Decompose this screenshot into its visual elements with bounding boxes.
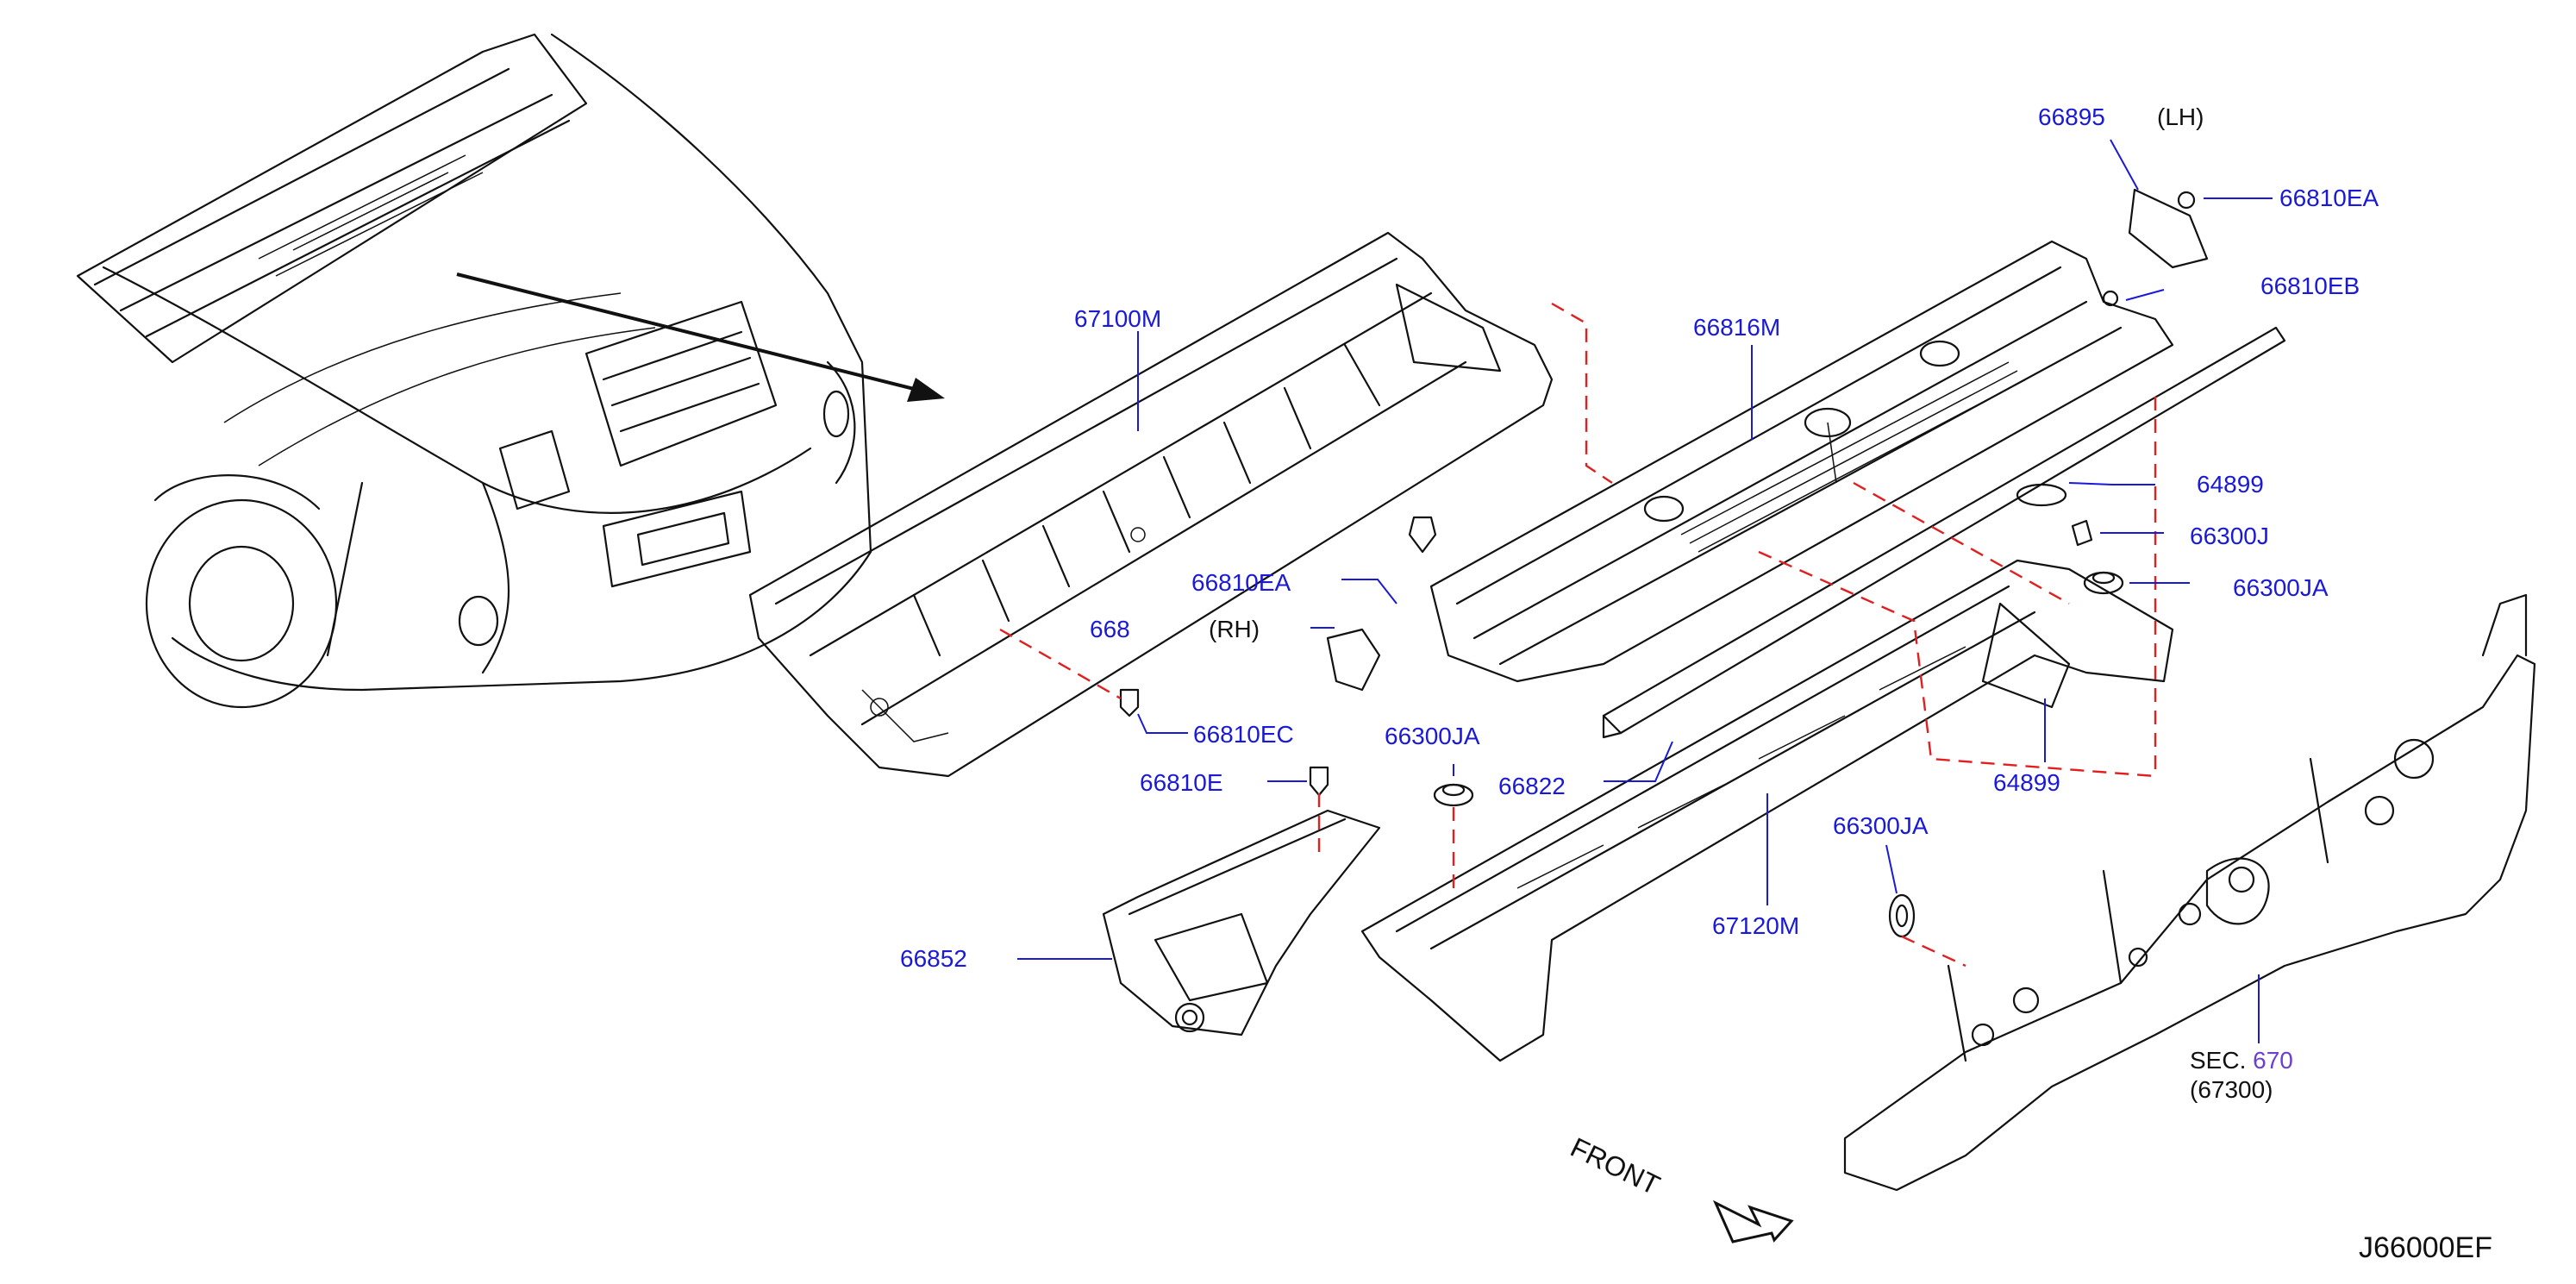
section-sub: (67300) (2190, 1076, 2273, 1103)
callout-66300J: 66300J (2190, 523, 2269, 549)
assembly-lines (999, 302, 2157, 968)
callout-66810E: 66810E (1140, 769, 1223, 796)
callout-66300JA-low: 66300JA (1833, 812, 1929, 839)
front-arrow-icon (1712, 1199, 1794, 1243)
section-prefix: SEC. (2190, 1047, 2247, 1074)
callout-66300JA-right: 66300JA (2233, 574, 2329, 601)
callout-66810EA-mid: 66810EA (1191, 569, 1291, 596)
callout-66822: 66822 (1498, 773, 1566, 799)
direction-arrow (456, 272, 945, 402)
label-rh: (RH) (1209, 616, 1260, 642)
part-67120M-shape (1360, 559, 2174, 1062)
callout-66895: 66895 (2038, 103, 2105, 130)
callout-67120M: 67120M (1712, 912, 1800, 939)
diagram-code: J66000EF (2359, 1231, 2492, 1264)
part-67100M-shape (748, 231, 1554, 778)
leader-lines (1017, 139, 2273, 1043)
section-reference: SEC. 670 (2190, 1049, 2293, 1073)
dash-panel-shape (1843, 593, 2536, 1192)
part-66816M-shape (1429, 240, 2174, 683)
callout-64899-low: 64899 (1993, 769, 2060, 796)
callout-66810EC: 66810EC (1193, 721, 1294, 748)
callout-66810EA-top: 66810EA (2279, 185, 2379, 211)
callout-66816M: 66816M (1693, 314, 1781, 341)
callout-66810EB: 66810EB (2260, 272, 2360, 299)
vehicle-front-illustration (76, 33, 872, 709)
fasteners (1119, 188, 2209, 938)
callout-66300JA-mid: 66300JA (1385, 723, 1480, 749)
part-66852-shape (1102, 809, 1381, 1037)
label-lh: (LH) (2157, 103, 2204, 130)
callout-67100M: 67100M (1074, 305, 1162, 332)
callout-668-partial: 668 (1090, 616, 1130, 642)
callout-66852: 66852 (900, 945, 967, 972)
callout-64899-top: 64899 (2197, 471, 2264, 498)
section-number: 670 (2253, 1047, 2293, 1074)
part-66822-shape (1602, 326, 2286, 739)
